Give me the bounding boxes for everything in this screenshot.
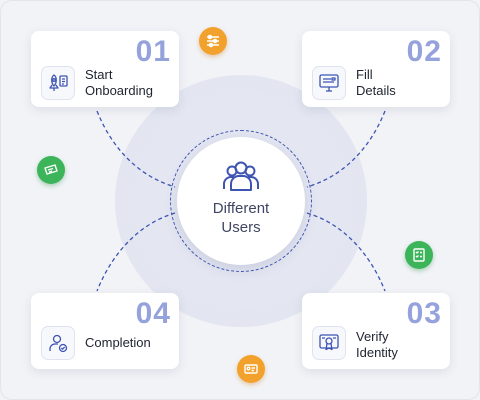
center-label-line1: Different — [212, 200, 270, 217]
center-label-line2: Users — [221, 219, 261, 236]
step-number: 04 — [135, 297, 171, 330]
step-number: 03 — [406, 297, 442, 330]
center-label: Different Users — [196, 199, 286, 237]
connector-01 — [96, 110, 176, 188]
checklist-icon — [405, 241, 433, 269]
user-check-icon — [41, 326, 75, 360]
connector-03 — [306, 212, 386, 292]
step-label-line1: Completion — [85, 335, 151, 350]
sliders-icon — [199, 27, 227, 55]
step-label: Completion — [85, 335, 151, 351]
step-label-line1: Fill — [356, 67, 373, 82]
step-card-03[interactable]: 03 Verify Identity — [302, 293, 450, 369]
step-label-line2: Onboarding — [85, 83, 153, 98]
connector-02 — [306, 110, 386, 188]
step-label: Fill Details — [356, 67, 396, 99]
id-card-icon — [237, 355, 265, 383]
step-card-02[interactable]: 02 Fill Details — [302, 31, 450, 107]
step-card-01[interactable]: 01 Start Onboarding — [31, 31, 179, 107]
monitor-form-icon — [312, 66, 346, 100]
users-icon — [223, 161, 259, 191]
connector-04 — [96, 212, 176, 292]
step-number: 01 — [135, 35, 171, 68]
step-number: 02 — [406, 35, 442, 68]
step-label-line2: Identity — [356, 345, 398, 360]
step-label-line1: Start — [85, 67, 113, 82]
step-card-04[interactable]: 04 Completion — [31, 293, 179, 369]
certificate-seal-icon — [312, 326, 346, 360]
step-label: Start Onboarding — [85, 67, 153, 99]
center-circle: Different Users — [177, 137, 305, 265]
rocket-document-icon — [41, 66, 75, 100]
step-label: Verify Identity — [356, 329, 398, 361]
dashed-ring — [170, 130, 312, 272]
ticket-icon — [37, 156, 65, 184]
step-label-line2: Details — [356, 83, 396, 98]
step-label-line1: Verify — [356, 329, 389, 344]
